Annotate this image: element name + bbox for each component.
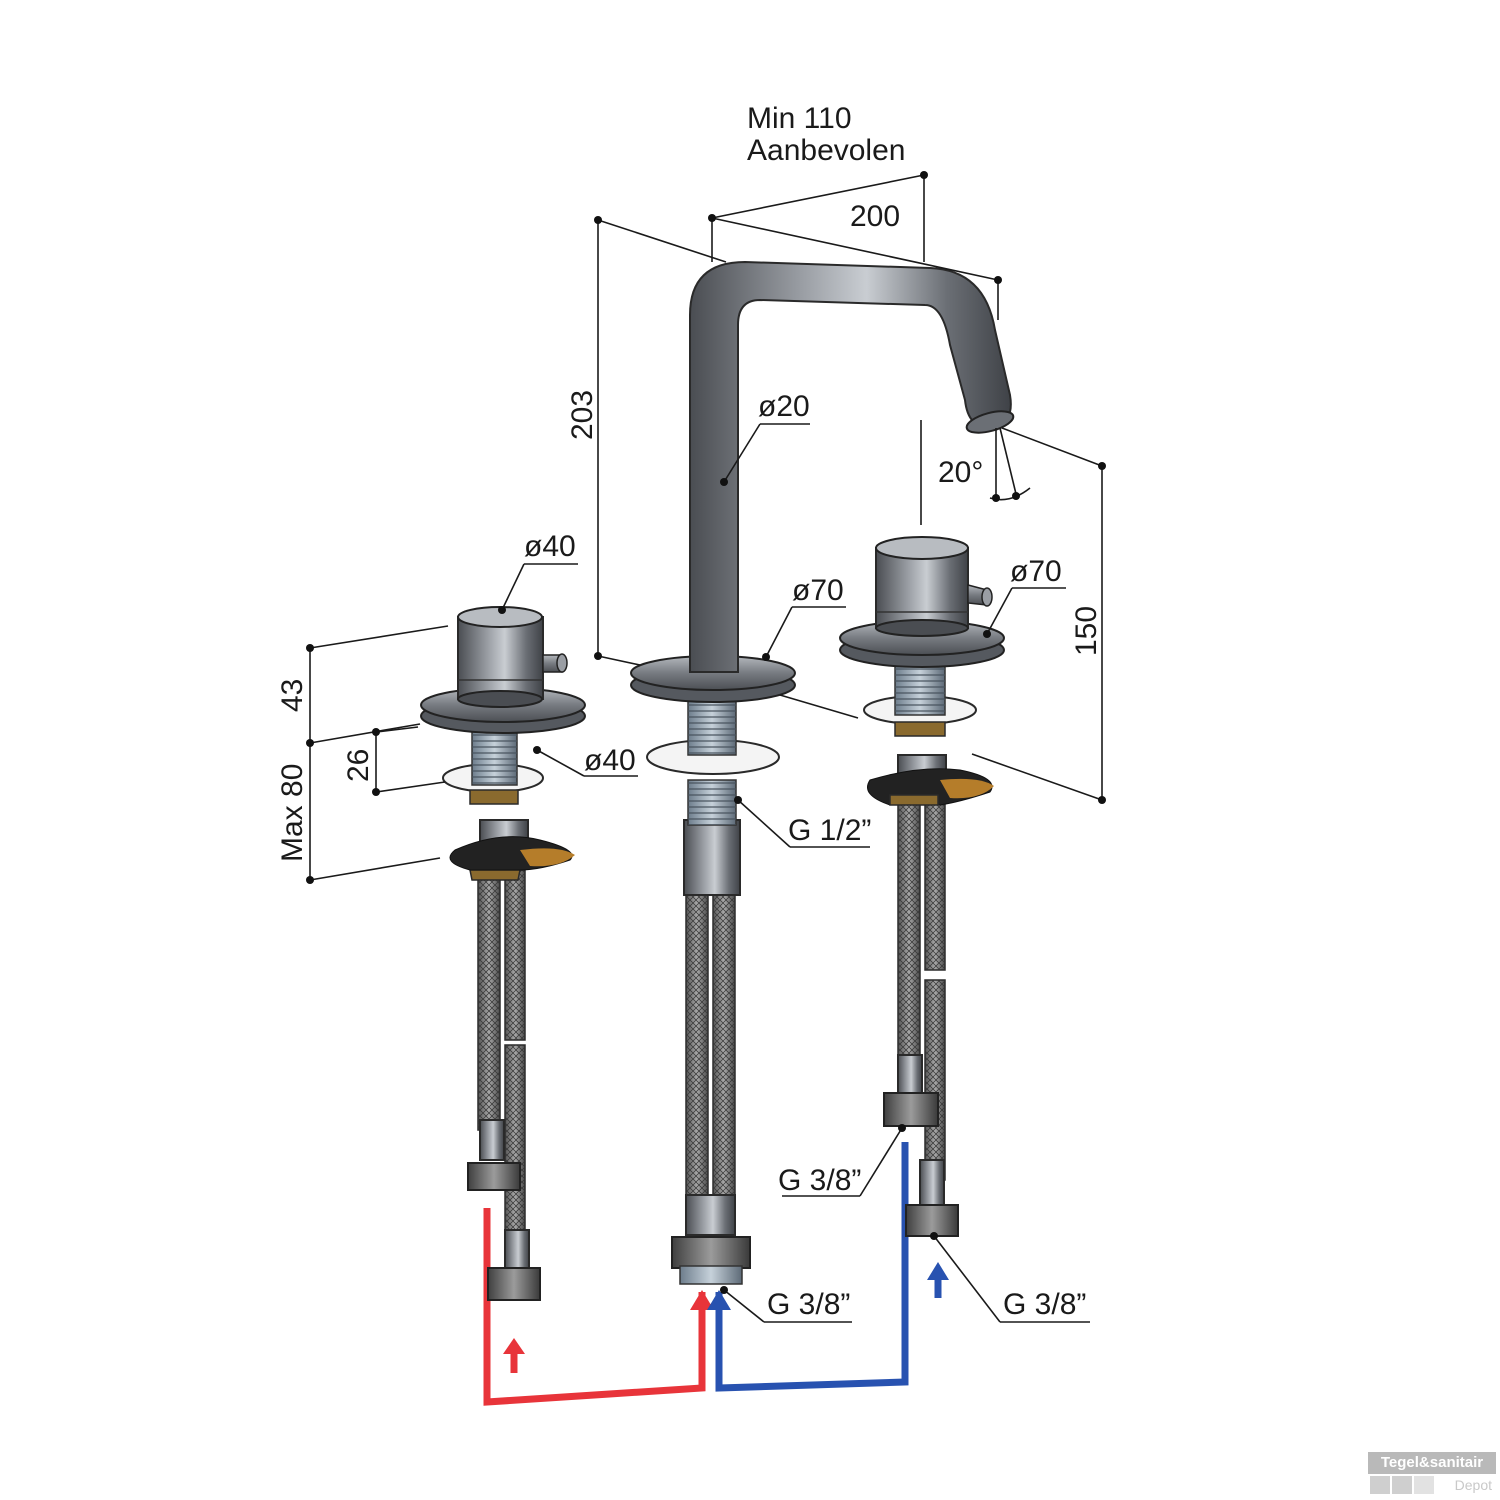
min-recommended-label-line2: Aanbevolen bbox=[747, 134, 905, 167]
logo-title: Tegel&sanitair bbox=[1368, 1452, 1496, 1474]
center-thread-label: G 1/2” bbox=[788, 814, 871, 847]
washer-height-label: 26 bbox=[342, 749, 375, 782]
spout-height-label: 203 bbox=[566, 390, 599, 440]
min-recommended-label-line1: Min 110 bbox=[747, 102, 852, 135]
spout-reach-label: 200 bbox=[850, 200, 900, 233]
logo-subtitle: Depot bbox=[1454, 1477, 1492, 1493]
spout-diameter-label: ø20 bbox=[758, 390, 810, 423]
right-connection-upper-label: G 3/8” bbox=[778, 1164, 861, 1197]
outlet-angle-label: 20° bbox=[938, 456, 983, 489]
max-deck-thickness-label: Max 80 bbox=[276, 764, 309, 862]
left-handle-diameter-label: ø40 bbox=[524, 530, 576, 563]
logo-tile-icon-2 bbox=[1414, 1476, 1434, 1494]
hot-supply-pipe bbox=[483, 1208, 714, 1406]
center-connection-label: G 3/8” bbox=[767, 1288, 850, 1321]
logo-drop-icon bbox=[1370, 1476, 1390, 1494]
dimension-lines bbox=[306, 171, 1106, 1323]
center-spout bbox=[630, 260, 1015, 1285]
center-rosette-diameter-label: ø70 bbox=[792, 574, 844, 607]
brand-logo: Tegel&sanitair Depot bbox=[1368, 1452, 1496, 1496]
cold-supply-pipe bbox=[707, 1142, 949, 1392]
right-rosette-diameter-label: ø70 bbox=[1010, 555, 1062, 588]
right-height-label: 150 bbox=[1070, 606, 1103, 656]
left-valve bbox=[420, 606, 586, 1301]
left-rosette-diameter-label: ø40 bbox=[584, 744, 636, 777]
right-valve bbox=[839, 536, 1005, 1237]
logo-tile-icon bbox=[1392, 1476, 1412, 1494]
right-connection-lower-label: G 3/8” bbox=[1003, 1288, 1086, 1321]
handle-height-label: 43 bbox=[276, 679, 309, 712]
